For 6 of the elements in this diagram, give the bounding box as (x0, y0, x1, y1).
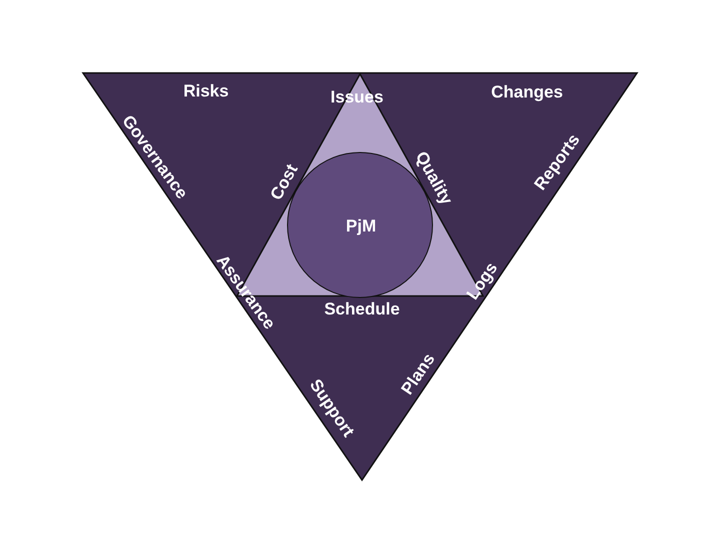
side-label: Risks (183, 82, 229, 100)
side-label: Cost (267, 161, 301, 203)
center-label: PjM (346, 218, 376, 234)
side-label: Schedule (324, 300, 400, 318)
side-label: Changes (491, 84, 563, 100)
outer-triangle (83, 73, 637, 480)
